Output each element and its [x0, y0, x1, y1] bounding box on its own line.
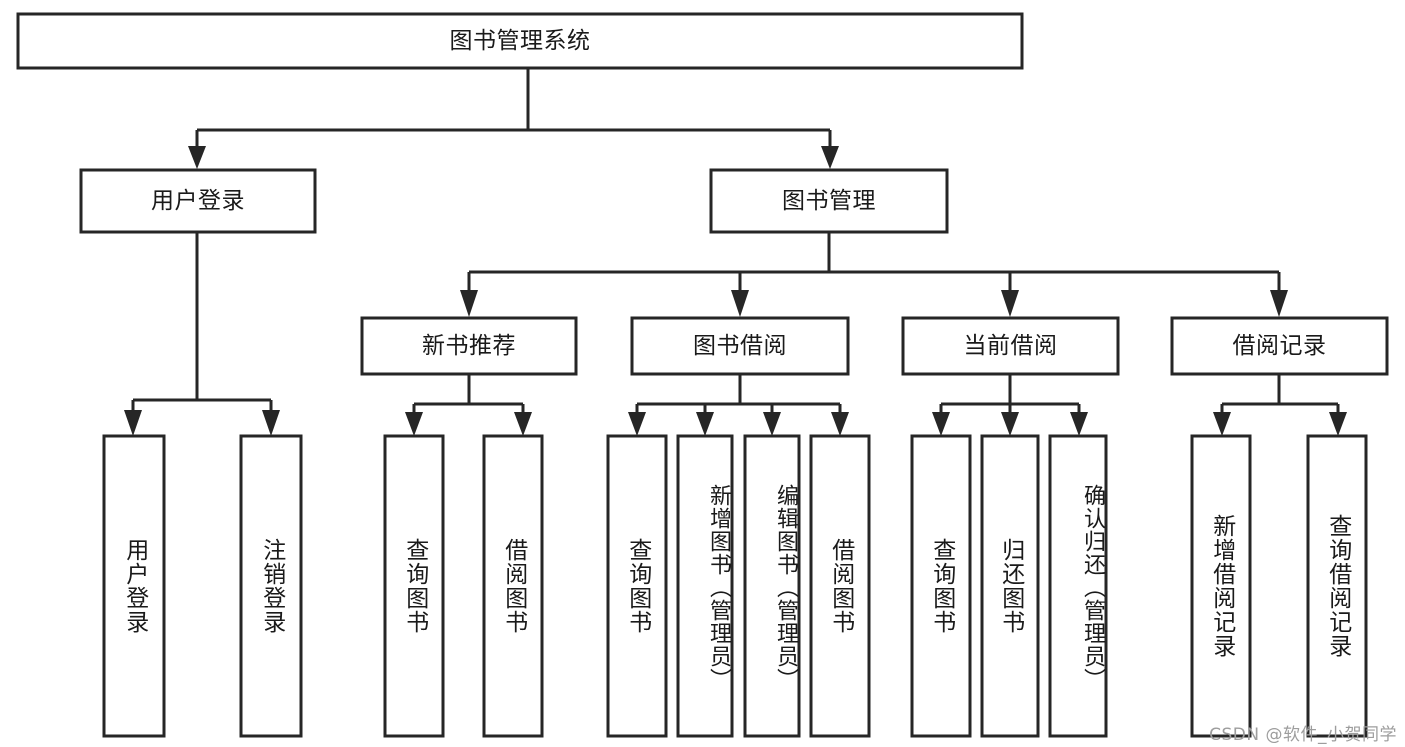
arrow-head-bb-leaf4: [831, 412, 849, 436]
arrow-head-user-login: [188, 146, 206, 169]
node-box-leaf-edit-book-admin[interactable]: [743, 434, 801, 738]
node-box-leaf-query-book-2[interactable]: [606, 434, 668, 738]
node-box-leaf-query-book-3[interactable]: [910, 434, 972, 738]
arrow-head-leaf-logout: [262, 410, 280, 436]
node-box-leaf-query-book-1[interactable]: [383, 434, 445, 738]
arrow-head-bb-leaf3: [763, 412, 781, 436]
node-box-leaf-confirm-return-admin[interactable]: [1048, 434, 1108, 738]
arrow-head-bb-leaf1: [628, 412, 646, 436]
node-box-new-book-recommend[interactable]: [360, 316, 578, 376]
node-box-leaf-logout[interactable]: [239, 434, 303, 738]
arrow-head-new-book: [460, 290, 478, 317]
node-box-book-manage[interactable]: [709, 168, 949, 234]
node-box-leaf-borrow-book-1[interactable]: [482, 434, 544, 738]
arrow-head-book-manage: [821, 146, 839, 169]
watermark-text: CSDN @软件_小贺同学: [1209, 725, 1397, 745]
node-box-leaf-query-record[interactable]: [1306, 434, 1368, 738]
arrow-head-bb-leaf2: [696, 412, 714, 436]
arrow-head-br-leaf1: [1213, 412, 1231, 436]
node-box-current-borrow[interactable]: [901, 316, 1120, 376]
node-box-leaf-add-book-admin[interactable]: [676, 434, 734, 738]
node-box-leaf-add-record[interactable]: [1190, 434, 1252, 738]
arrow-head-book-borrow: [731, 290, 749, 317]
node-box-root[interactable]: [16, 12, 1024, 70]
arrow-head-nb-leaf2: [514, 412, 532, 436]
node-box-leaf-return-book[interactable]: [980, 434, 1040, 738]
arrow-head-cb-leaf3: [1070, 412, 1088, 436]
node-box-leaf-user-login[interactable]: [102, 434, 166, 738]
arrow-head-borrow-record: [1270, 290, 1288, 317]
arrow-head-nb-leaf1: [405, 412, 423, 436]
arrow-head-leaf-user-login: [124, 410, 142, 436]
arrow-head-cb-leaf2: [1001, 412, 1019, 436]
node-box-leaf-borrow-book-2[interactable]: [809, 434, 871, 738]
node-box-user-login[interactable]: [79, 168, 317, 234]
arrow-head-br-leaf2: [1329, 412, 1347, 436]
arrow-head-cb-leaf1: [932, 412, 950, 436]
node-box-book-borrow[interactable]: [630, 316, 850, 376]
arrow-head-current-borrow: [1001, 290, 1019, 317]
node-box-borrow-record[interactable]: [1170, 316, 1389, 376]
